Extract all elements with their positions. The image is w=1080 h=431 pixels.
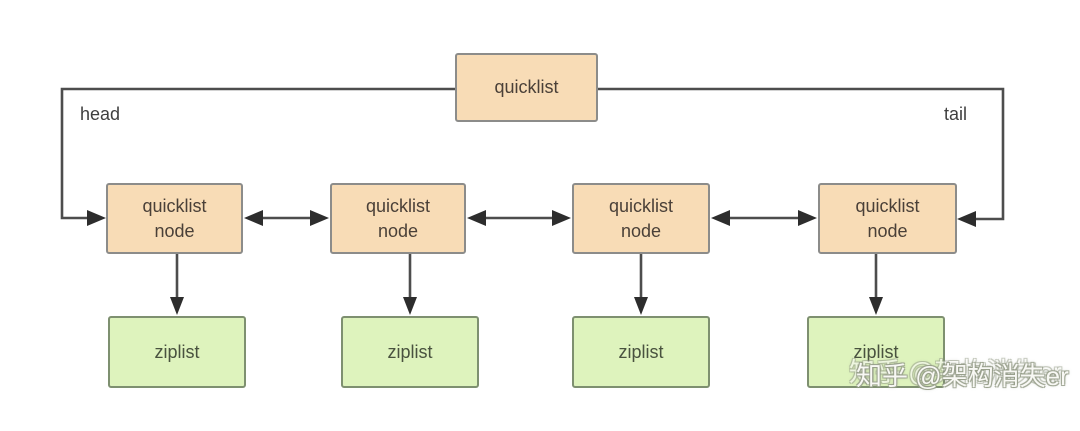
node3-ziplist-arrow <box>634 254 648 315</box>
down-arrowhead-icon <box>403 297 417 315</box>
head-connector-line <box>60 87 455 220</box>
left-arrowhead-icon <box>467 210 486 226</box>
left-arrowhead-icon <box>711 210 730 226</box>
down-arrowhead-icon <box>170 297 184 315</box>
ziplist-label: ziplist <box>853 341 899 362</box>
right-arrowhead-icon <box>552 210 571 226</box>
quicklist-node-box-1: quicklist node <box>106 183 243 254</box>
ziplist-label: ziplist <box>387 341 433 362</box>
node1-node2-double-arrow <box>244 210 329 226</box>
ziplist-label: ziplist <box>154 341 200 362</box>
quicklist-node-box-4: quicklist node <box>818 183 957 254</box>
right-arrowhead-icon <box>798 210 817 226</box>
ziplist-label: ziplist <box>618 341 664 362</box>
quicklist-box-label: quicklist <box>494 77 559 98</box>
quicklist-node-label: quicklist node <box>608 196 674 241</box>
tail-label: tail <box>944 104 968 124</box>
down-arrowhead-icon <box>634 297 648 315</box>
quicklist-node-label: quicklist node <box>365 196 431 241</box>
quicklist-node-box-2: quicklist node <box>330 183 466 254</box>
tail-connector <box>598 87 1005 227</box>
node2-node3-double-arrow <box>467 210 571 226</box>
node3-node4-double-arrow <box>711 210 817 226</box>
ziplist-box-3: ziplist <box>572 316 710 388</box>
quicklist-box: quicklist <box>455 53 598 122</box>
ziplist-box-2: ziplist <box>341 316 479 388</box>
head-label: head <box>80 104 121 124</box>
quicklist-node-label: quicklist node <box>855 196 920 241</box>
head-connector <box>60 87 455 226</box>
tail-arrowhead-icon <box>957 211 976 227</box>
ziplist-box-4: ziplist <box>807 316 945 388</box>
down-arrowhead-icon <box>869 297 883 315</box>
quicklist-node-box-3: quicklist node <box>572 183 710 254</box>
node4-ziplist-arrow <box>869 254 883 315</box>
right-arrowhead-icon <box>310 210 329 226</box>
quicklist-node-label: quicklist node <box>142 196 207 241</box>
head-arrowhead-icon <box>87 210 106 226</box>
ziplist-box-1: ziplist <box>108 316 246 388</box>
left-arrowhead-icon <box>244 210 263 226</box>
node2-ziplist-arrow <box>403 254 417 315</box>
node1-ziplist-arrow <box>170 254 184 315</box>
tail-connector-line <box>598 87 1005 221</box>
